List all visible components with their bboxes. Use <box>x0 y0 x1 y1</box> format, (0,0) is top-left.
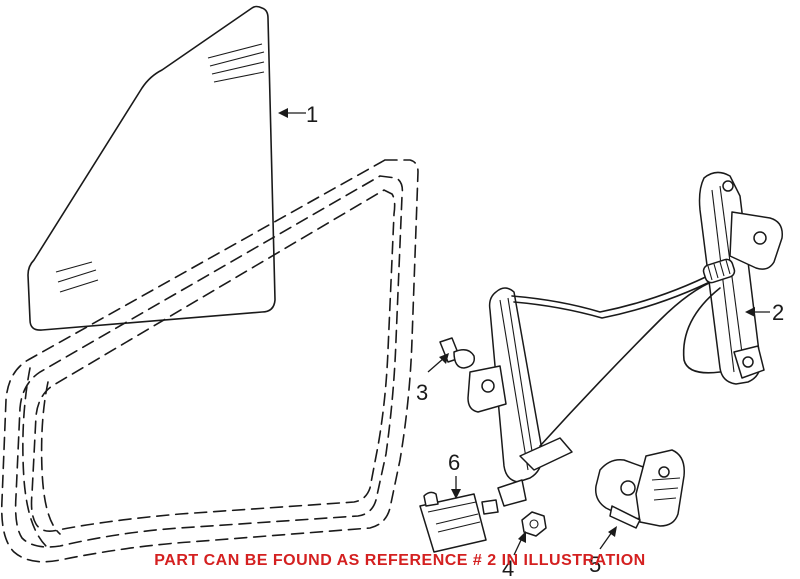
bolt <box>439 337 476 369</box>
callout-1: 1 <box>306 102 318 127</box>
window-motor <box>594 449 685 529</box>
door-frame-outline <box>0 159 419 563</box>
nut <box>521 511 547 537</box>
callout-2: 2 <box>772 300 784 325</box>
control-module <box>419 491 499 553</box>
callout-6: 6 <box>448 450 460 475</box>
callout-5: 5 <box>589 552 601 577</box>
reference-notice: PART CAN BE FOUND AS REFERENCE # 2 IN IL… <box>154 552 646 569</box>
window-glass <box>27 5 276 331</box>
leader-4 <box>513 531 526 556</box>
callout-3: 3 <box>416 380 428 405</box>
window-regulator <box>467 171 783 507</box>
leader-1 <box>278 108 306 118</box>
leader-6 <box>451 476 461 499</box>
leader-3 <box>427 353 449 373</box>
leader-2 <box>745 307 770 317</box>
leader-5 <box>599 526 617 550</box>
callout-4: 4 <box>502 556 514 579</box>
